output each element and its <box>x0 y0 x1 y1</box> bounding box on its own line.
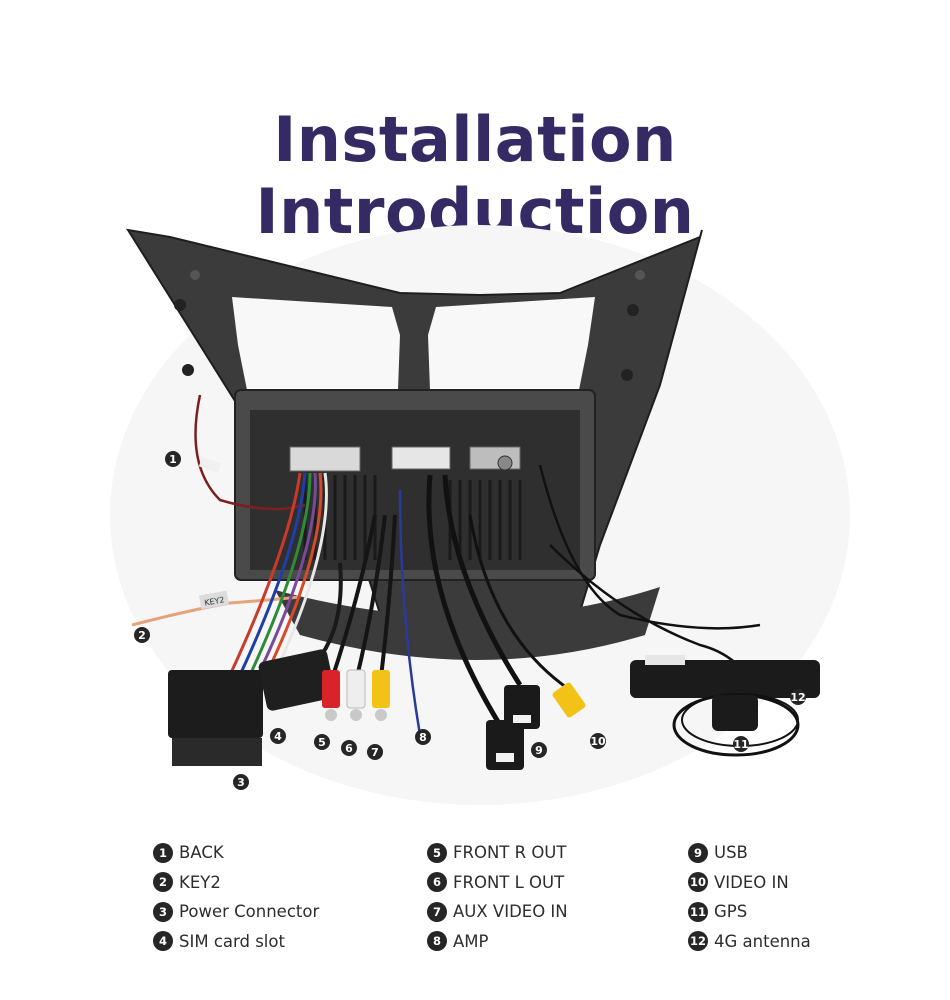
legend-column-1: 1 BACK 2 KEY2 3 Power Connector 4 SIM card s… <box>153 838 319 956</box>
svg-text:9: 9 <box>535 744 543 757</box>
frame-opening-right <box>428 297 595 395</box>
head-unit-chassis <box>234 389 596 581</box>
svg-text:1: 1 <box>169 453 177 466</box>
frame-opening-left <box>232 297 400 395</box>
photo-badge-4: 4 <box>270 728 286 744</box>
svg-text:6: 6 <box>345 742 353 755</box>
legend-label: Power Connector <box>179 902 320 922</box>
legend-label: VIDEO IN <box>714 872 789 892</box>
rca-cables <box>322 514 397 721</box>
key2-sticker <box>198 590 230 610</box>
back-wire <box>194 394 306 511</box>
svg-text:7: 7 <box>371 746 379 759</box>
photo-badge-10: 10 <box>590 733 606 749</box>
photo-badge-8: 8 <box>415 729 431 745</box>
legend-item: 4 SIM card slot <box>153 927 319 957</box>
legend-item: 11 GPS <box>688 897 811 927</box>
head-unit-illustration: KEY2 <box>110 225 850 805</box>
photo-badge-7: 7 <box>367 744 383 760</box>
video-in-cable <box>468 514 586 718</box>
svg-text:5: 5 <box>318 736 326 749</box>
legend-item: 2 KEY2 <box>153 868 319 898</box>
svg-text:2: 2 <box>138 629 146 642</box>
legend-number: 6 <box>427 872 447 893</box>
page-title: Installation Introduction <box>0 102 950 248</box>
legend-label: SIM card slot <box>179 931 285 951</box>
legend-item: 5 FRONT R OUT <box>427 838 568 868</box>
legend-number: 8 <box>427 931 447 952</box>
connector-legend: 1 BACK 2 KEY2 3 Power Connector 4 SIM card s… <box>0 838 950 958</box>
4g-antenna <box>630 655 820 698</box>
legend-number: 5 <box>427 842 447 863</box>
legend-number: 12 <box>688 931 708 952</box>
legend-number: 10 <box>688 872 708 893</box>
legend-item: 1 BACK <box>153 838 319 868</box>
photo-badge-3: 3 <box>233 774 249 790</box>
usb-cables <box>426 474 540 770</box>
legend-label: BACK <box>179 843 224 863</box>
legend-item: 8 AMP <box>427 927 568 957</box>
svg-text:10: 10 <box>590 735 606 748</box>
svg-text:11: 11 <box>733 738 748 751</box>
legend-label: USB <box>714 843 748 863</box>
photo-badge-2: 2 <box>134 627 150 643</box>
legend-number: 1 <box>153 842 173 863</box>
photo-badge-5: 5 <box>314 734 330 750</box>
photo-badge-1: 1 <box>165 451 181 467</box>
legend-item: 12 4G antenna <box>688 927 811 957</box>
photo-badge-9: 9 <box>531 742 547 758</box>
legend-item: 9 USB <box>688 838 811 868</box>
svg-text:3: 3 <box>237 776 245 789</box>
legend-number: 3 <box>153 901 173 922</box>
legend-label: FRONT L OUT <box>453 872 565 892</box>
legend-label: GPS <box>714 902 748 922</box>
legend-label: KEY2 <box>179 872 221 892</box>
svg-text:12: 12 <box>790 691 805 704</box>
back-wire-tag <box>198 456 222 474</box>
legend-item: 6 FRONT L OUT <box>427 868 568 898</box>
legend-label: 4G antenna <box>714 931 811 951</box>
legend-label: AMP <box>453 931 489 951</box>
sim-card-module <box>258 562 343 711</box>
svg-text:8: 8 <box>419 731 427 744</box>
legend-item: 7 AUX VIDEO IN <box>427 897 568 927</box>
legend-number: 4 <box>153 931 173 952</box>
key2-sticker-text: KEY2 <box>204 595 226 607</box>
svg-text:4: 4 <box>274 730 282 743</box>
power-connector <box>168 670 263 766</box>
frame-lower-curve <box>275 587 660 660</box>
amp-wire <box>398 489 422 736</box>
rca-white-plug <box>346 669 366 709</box>
photo-badge-11: 11 <box>733 736 749 752</box>
legend-number: 11 <box>688 901 708 922</box>
key2-wire <box>131 595 301 627</box>
title-line-1: Installation <box>273 102 677 176</box>
legend-item: 10 VIDEO IN <box>688 868 811 898</box>
legend-label: AUX VIDEO IN <box>453 902 568 922</box>
legend-label: FRONT R OUT <box>453 843 567 863</box>
legend-number: 9 <box>688 842 708 863</box>
photo-badge-6: 6 <box>341 740 357 756</box>
legend-number: 2 <box>153 872 173 893</box>
product-photo: KEY2 <box>100 215 860 815</box>
power-harness <box>228 472 328 676</box>
photo-badge-12: 12 <box>790 689 806 705</box>
rca-yellow-plug <box>372 670 390 708</box>
legend-item: 3 Power Connector <box>153 897 319 927</box>
4g-cable <box>538 464 761 630</box>
rca-red-plug <box>322 670 340 708</box>
legend-column-3: 9 USB 10 VIDEO IN 11 GPS 12 4G antenna <box>688 838 811 956</box>
legend-number: 7 <box>427 901 447 922</box>
